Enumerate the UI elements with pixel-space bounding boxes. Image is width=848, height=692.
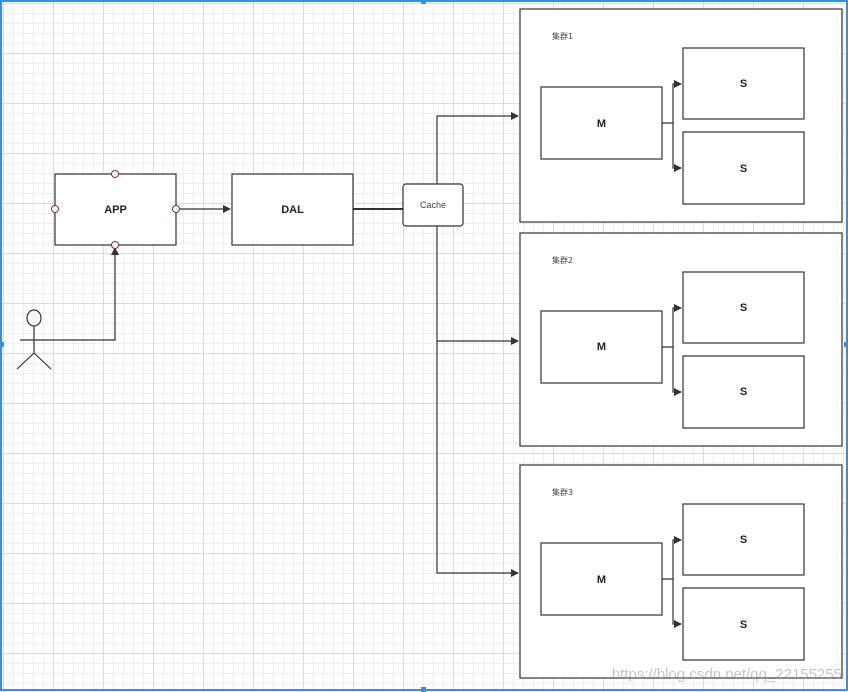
- master-label: M: [597, 341, 606, 353]
- resize-handle-left[interactable]: [0, 342, 4, 347]
- cluster-title: 集群2: [552, 255, 573, 265]
- slave-label: S: [740, 163, 747, 175]
- slave-node[interactable]: [682, 355, 805, 429]
- master-node[interactable]: [540, 86, 663, 160]
- edge-master-to-slave[interactable]: [662, 80, 682, 124]
- connection-port-right[interactable]: [172, 205, 180, 213]
- edge-cache-to-cluster-2[interactable]: [436, 226, 519, 345]
- cluster-title: 集群1: [552, 31, 573, 41]
- cache-label: Cache: [420, 200, 446, 210]
- cluster-title: 集群3: [552, 487, 573, 497]
- edge-cache-to-cluster-3[interactable]: [436, 341, 519, 577]
- master-label: M: [597, 574, 606, 586]
- watermark: https://blog.csdn.net/qq_22155255: [611, 666, 842, 683]
- user-actor-icon[interactable]: [16, 309, 52, 370]
- cluster-1[interactable]: 集群1 M S S: [519, 8, 843, 223]
- edge-master-to-slave[interactable]: [672, 123, 682, 172]
- connection-port-left[interactable]: [51, 205, 59, 213]
- edge-master-to-slave[interactable]: [662, 536, 682, 580]
- slave-node[interactable]: [682, 587, 805, 661]
- edge-master-to-slave[interactable]: [672, 347, 682, 396]
- resize-handle-bottom[interactable]: [421, 687, 426, 692]
- slave-node[interactable]: [682, 131, 805, 205]
- slave-node[interactable]: [682, 503, 805, 576]
- app-node[interactable]: APP: [51, 170, 180, 249]
- edge-master-to-slave[interactable]: [662, 304, 682, 348]
- edge-user-to-app[interactable]: [48, 247, 119, 341]
- dal-label: DAL: [281, 204, 304, 216]
- cache-node[interactable]: Cache: [402, 183, 464, 227]
- master-node[interactable]: [540, 310, 663, 384]
- slave-label: S: [740, 619, 747, 631]
- edge-master-to-slave[interactable]: [672, 579, 682, 628]
- slave-label: S: [740, 534, 747, 546]
- slave-label: S: [740, 386, 747, 398]
- slave-node[interactable]: [682, 47, 805, 120]
- dal-node[interactable]: DAL: [231, 173, 354, 246]
- connection-port-top[interactable]: [111, 170, 119, 178]
- slave-label: S: [740, 302, 747, 314]
- resize-handle-right[interactable]: [844, 342, 848, 347]
- resize-handle-top[interactable]: [421, 0, 426, 4]
- connection-port-bottom[interactable]: [111, 241, 119, 249]
- edge-cache-to-cluster-1[interactable]: [436, 112, 519, 184]
- cluster-3[interactable]: 集群3 M S S: [519, 464, 843, 679]
- cluster-2[interactable]: 集群2 M S S: [519, 232, 843, 447]
- master-label: M: [597, 118, 606, 130]
- app-label: APP: [104, 204, 127, 216]
- slave-label: S: [740, 78, 747, 90]
- slave-node[interactable]: [682, 271, 805, 344]
